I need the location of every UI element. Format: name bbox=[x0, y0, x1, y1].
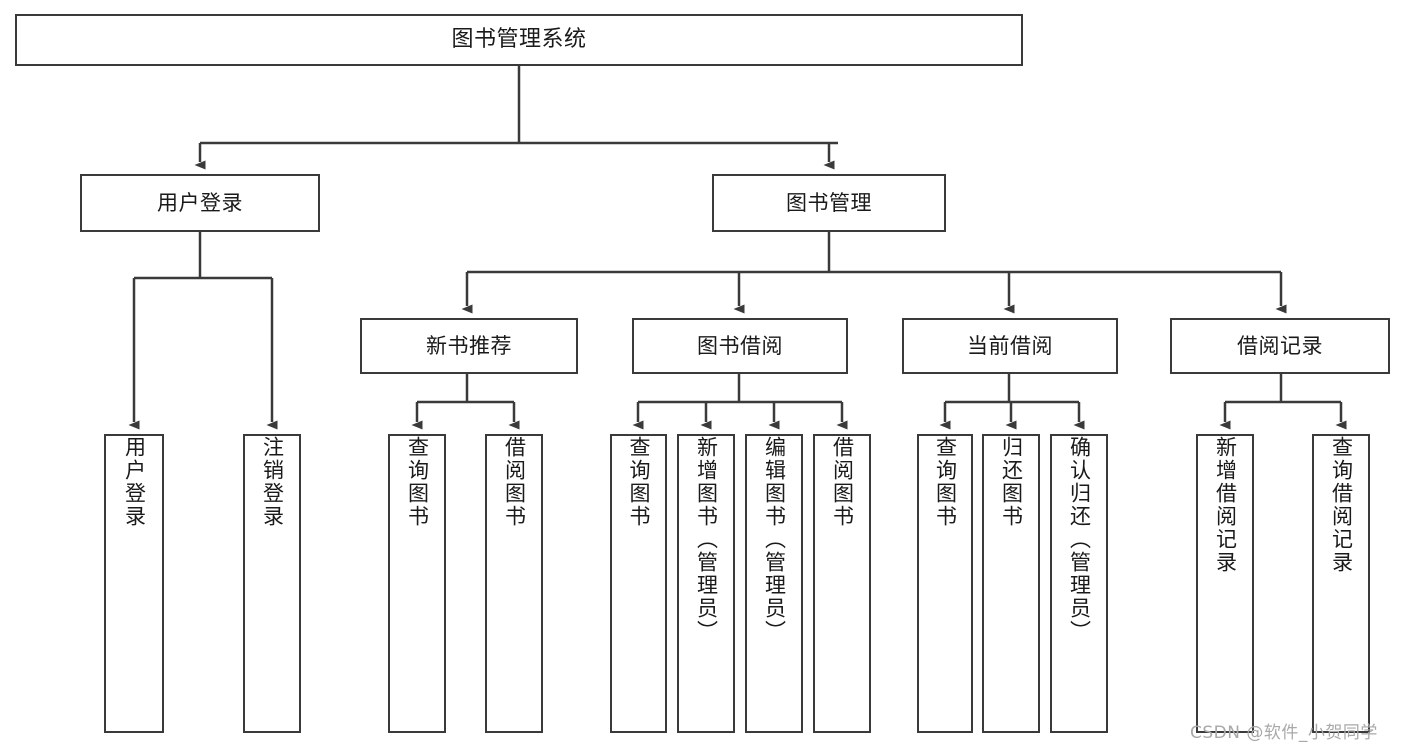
node-current-borrow[interactable]: 当前借阅 bbox=[902, 318, 1118, 374]
node-leaf-add-borrow-record-label: 新增借阅记录 bbox=[1213, 436, 1238, 574]
node-new-book-recommend[interactable]: 新书推荐 bbox=[360, 318, 578, 374]
node-leaf-add-book-label: 新增图书（管理员） bbox=[694, 436, 719, 643]
node-root-label: 图书管理系统 bbox=[451, 27, 587, 53]
node-leaf-borrow-book-1[interactable]: 借阅图书 bbox=[485, 434, 543, 733]
node-leaf-edit-book[interactable]: 编辑图书（管理员） bbox=[745, 434, 803, 733]
node-current-borrow-label: 当前借阅 bbox=[967, 333, 1053, 358]
csdn-watermark: CSDN @软件_小贺同学 bbox=[1190, 723, 1378, 743]
node-leaf-query-borrow-record-label: 查询借阅记录 bbox=[1329, 436, 1354, 574]
node-leaf-edit-book-label: 编辑图书（管理员） bbox=[762, 436, 787, 643]
node-root[interactable]: 图书管理系统 bbox=[15, 14, 1023, 66]
node-user-login-label: 用户登录 bbox=[157, 190, 243, 215]
node-leaf-logout-login[interactable]: 注销登录 bbox=[243, 434, 301, 733]
node-book-borrow-label: 图书借阅 bbox=[697, 333, 783, 358]
node-leaf-query-borrow-record[interactable]: 查询借阅记录 bbox=[1312, 434, 1370, 733]
node-leaf-query-book-3[interactable]: 查询图书 bbox=[917, 434, 973, 733]
node-leaf-query-book-2[interactable]: 查询图书 bbox=[610, 434, 667, 733]
node-leaf-user-login[interactable]: 用户登录 bbox=[104, 434, 164, 733]
node-leaf-query-book-1[interactable]: 查询图书 bbox=[388, 434, 446, 733]
node-leaf-borrow-book-1-label: 借阅图书 bbox=[502, 436, 527, 528]
node-leaf-query-book-2-label: 查询图书 bbox=[627, 436, 651, 528]
node-new-book-recommend-label: 新书推荐 bbox=[426, 333, 512, 358]
node-borrow-record[interactable]: 借阅记录 bbox=[1170, 318, 1390, 374]
node-book-management-label: 图书管理 bbox=[786, 190, 872, 215]
node-book-management[interactable]: 图书管理 bbox=[712, 174, 946, 232]
node-leaf-add-borrow-record[interactable]: 新增借阅记录 bbox=[1196, 434, 1254, 733]
node-leaf-borrow-book-2-label: 借阅图书 bbox=[830, 436, 855, 528]
node-leaf-confirm-return-label: 确认归还（管理员） bbox=[1067, 436, 1092, 643]
node-book-borrow[interactable]: 图书借阅 bbox=[632, 318, 848, 374]
node-leaf-query-book-1-label: 查询图书 bbox=[405, 436, 430, 528]
node-borrow-record-label: 借阅记录 bbox=[1237, 333, 1323, 358]
node-leaf-query-book-3-label: 查询图书 bbox=[933, 436, 958, 528]
node-leaf-user-login-label: 用户登录 bbox=[122, 436, 147, 528]
node-leaf-return-book-label: 归还图书 bbox=[999, 436, 1024, 528]
node-leaf-confirm-return[interactable]: 确认归还（管理员） bbox=[1050, 434, 1108, 733]
node-leaf-logout-login-label: 注销登录 bbox=[260, 436, 285, 528]
node-leaf-return-book[interactable]: 归还图书 bbox=[982, 434, 1040, 733]
node-user-login[interactable]: 用户登录 bbox=[80, 174, 320, 232]
node-leaf-add-book[interactable]: 新增图书（管理员） bbox=[677, 434, 735, 733]
node-leaf-borrow-book-2[interactable]: 借阅图书 bbox=[813, 434, 871, 733]
